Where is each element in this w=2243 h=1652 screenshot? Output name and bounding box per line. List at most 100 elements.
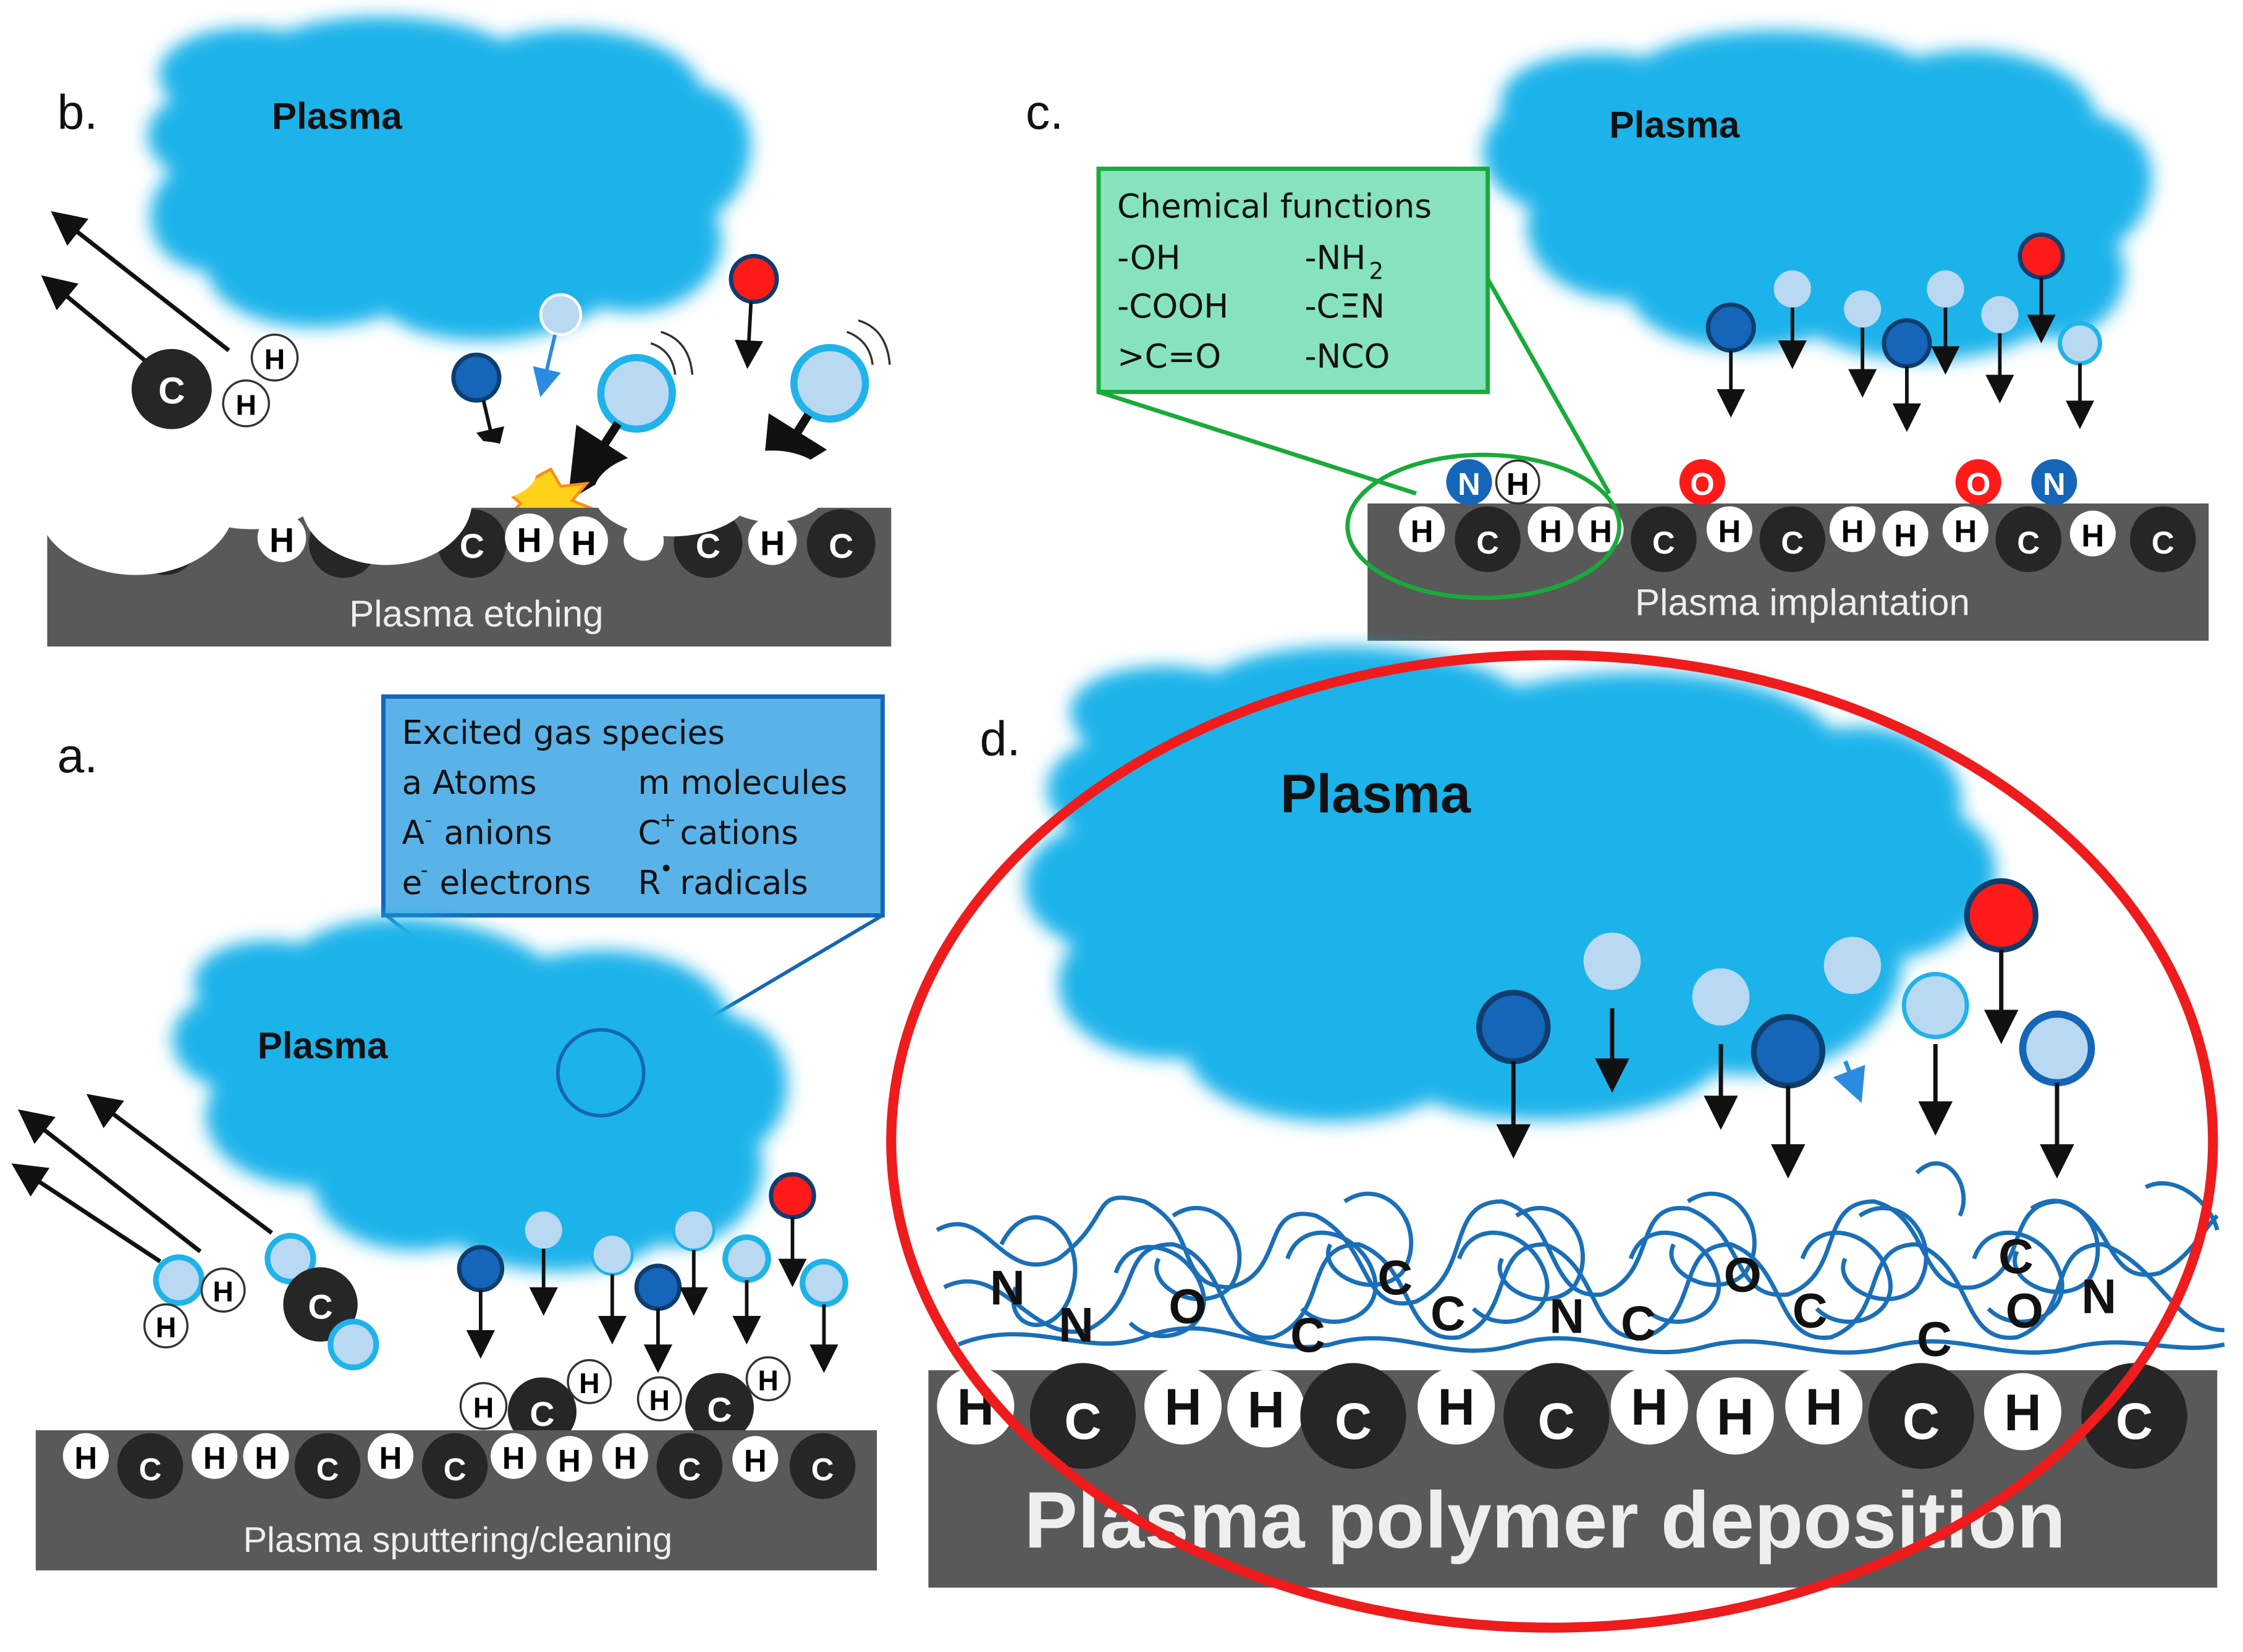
atom-h-label: H [1894,518,1917,553]
atom-n-label: N [2081,1269,2116,1323]
panel-a-letter: a. [57,728,98,783]
atom-h-label: H [156,1312,176,1344]
atom-h-label: H [1164,1378,1201,1436]
atom-h-label: H [2082,518,2105,553]
atom-h-label: H [1631,1378,1668,1436]
atom-c-label: C [1652,525,1675,560]
atom-n-label: N [1058,1298,1094,1352]
atom-h-label: H [558,1443,581,1478]
atom-h-label: H [579,1367,599,1399]
species-anions-sup: - [425,808,433,832]
atom-c-label: C [460,527,484,565]
panel-c-plasma-cloud [1483,30,2152,361]
panel-b-etch-craters [35,426,830,575]
atom-h-label: H [1718,513,1741,549]
panel-b-caption: Plasma etching [349,593,603,634]
species-electrons-sup: - [421,858,428,882]
panel-a-sputtered-clusters: H C H H C H [459,1356,791,1446]
atom-c-label: C [530,1395,554,1433]
species-radicals-symbol: R [638,864,661,902]
atom-c-label: C [707,1391,732,1429]
atom-c-label: C [2152,525,2174,560]
excited-species-box [381,694,885,918]
panel-a-zoom-circle [555,1028,646,1118]
atom-o-label: O [1966,466,1991,502]
panel-c-incoming-species [1705,232,2102,432]
atom-c-label: C [158,370,185,411]
atom-h-label: H [571,524,596,562]
atom-h-label: H [379,1441,402,1476]
atom-c-label: C [1621,1296,1656,1351]
panel-d-surface-atoms: H C H H C H C H H H C H C [937,1363,2187,1469]
atom-c-label: C [1430,1286,1466,1341]
atom-h-label: H [1248,1381,1285,1438]
atom-h-label: H [473,1391,494,1423]
atom-c-label: C [1476,525,1499,560]
atom-c-label: C [316,1452,339,1487]
atom-h-label: H [614,1441,636,1476]
panel-a-surface-atoms: H C H H C H C H H H C H C [62,1433,856,1499]
atom-h-label: H [1717,1388,1754,1446]
atom-h-label: H [744,1443,767,1478]
atom-c-label: C [811,1452,834,1487]
panel-b-incoming-species [451,253,891,541]
atom-h-label: H [1438,1378,1475,1436]
atom-h-label: H [235,389,256,421]
species-radicals-sup: • [659,856,673,882]
panel-c: c. Plasma Chemical functions -OH -COOH >… [1026,30,2209,641]
atom-c-label: C [829,527,853,565]
panel-a-plasma-cloud [172,918,788,1271]
atom-c-label: C [1781,525,1804,560]
panel-d-plasma-label: Plasma [1280,763,1471,824]
species-radicals-text: radicals [669,864,808,902]
atom-c-label: C [139,1452,162,1487]
function-nco: -NCO [1304,337,1390,376]
species-cations-symbol: C [638,814,661,852]
panel-d-polymer-atoms: N N O C C C N C O C C C O N [990,1229,2116,1366]
atom-h-label: H [1506,466,1529,502]
atom-c-label: C [1290,1308,1325,1362]
atom-h-label: H [1841,513,1864,549]
atom-n-label: N [990,1260,1025,1315]
atom-c-label: C [1335,1393,1372,1450]
panel-b-ejected-ch2: C H H [41,211,299,429]
atom-c-label: C [1377,1250,1413,1305]
panel-a-incoming-species [457,1172,848,1373]
species-anions-text: anions [433,814,552,852]
species-anions-symbol: A [402,814,425,852]
atom-h-label: H [1411,513,1434,549]
panel-c-surface-atoms: N H O O N H C H H C H C H H H C H C [1399,459,2196,573]
function-cooh: -COOH [1117,287,1228,326]
function-nh2: -NH [1304,238,1366,277]
function-co: >C=O [1117,337,1221,376]
panel-b-letter: b. [57,85,98,139]
atom-c-label: C [1998,1229,2034,1283]
atom-h-label: H [255,1441,277,1476]
panel-c-plasma-label: Plasma [1609,104,1739,145]
atom-n-label: N [1549,1289,1584,1344]
atom-c-label: C [444,1452,467,1487]
panel-a-ejected-species: H H C [11,1094,379,1370]
panel-a-plasma-label: Plasma [258,1025,388,1066]
atom-h-label: H [264,343,285,375]
panel-a: a. Excited gas species a Atoms A - anion… [11,694,885,1570]
atom-h-label: H [649,1384,670,1417]
atom-h-label: H [758,1364,778,1396]
atom-c-label: C [308,1288,333,1326]
atom-c-label: C [678,1452,701,1487]
species-cations-sup: + [659,808,676,832]
atom-h-label: H [75,1441,98,1476]
atom-o-label: O [1724,1248,1762,1302]
panel-d-plasma-cloud [1024,646,1996,1123]
panel-d-polymer-film [936,1161,2225,1355]
panel-b-plasma-label: Plasma [272,95,402,137]
atom-h-label: H [1539,513,1562,549]
atom-c-label: C [1903,1393,1940,1450]
panel-d-letter: d. [980,711,1021,765]
atom-h-label: H [517,521,542,560]
atom-h-label: H [1954,513,1977,549]
chemical-functions-title: Chemical functions [1117,187,1432,225]
atom-h-label: H [1806,1378,1843,1436]
panel-a-caption: Plasma sputtering/cleaning [243,1520,672,1560]
